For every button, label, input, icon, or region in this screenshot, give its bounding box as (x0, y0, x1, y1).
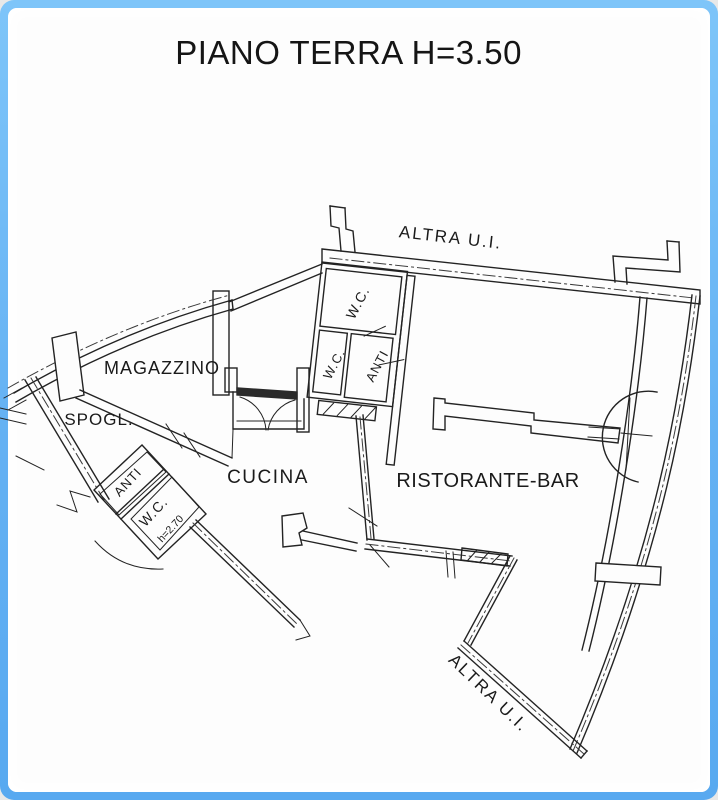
wall-bottom-right-boundary (457, 555, 588, 759)
wc-anti-block (306, 261, 416, 466)
pillar-blob (281, 512, 308, 548)
label-anti-top: ANTI (363, 348, 392, 385)
label-altra-ui-top: ALTRA U.I. (398, 222, 503, 253)
wall-ristorante-south (364, 538, 513, 579)
wall-linework (0, 205, 701, 759)
pillar-on-curve (51, 331, 85, 402)
label-cucina: CUCINA (227, 467, 309, 488)
anti-wc-left-block (56, 444, 207, 570)
wall-magazzino-divider (75, 389, 234, 467)
zigzag-stub (56, 490, 91, 513)
label-wc-left: W.C. (136, 494, 171, 530)
round-niche (587, 390, 658, 483)
label-spogliatoio: SPOGL. (64, 410, 133, 429)
wall-cucina-partition (348, 414, 378, 541)
label-wc-left-height: h=2.70 (155, 513, 186, 545)
wall-spogl-west (0, 376, 110, 503)
pillar-left-of-door (212, 290, 230, 396)
wall-cucina-south (281, 512, 390, 568)
double-door-vestibule (212, 263, 323, 433)
room-labels: ALTRA U.I. MAGAZZINO SPOGL. CUCINA RISTO… (64, 222, 579, 736)
wall-bottom-left-boundary (189, 519, 311, 641)
label-wc-top: W.C. (342, 284, 372, 322)
label-magazzino: MAGAZZINO (104, 358, 220, 378)
wall-top-boundary (321, 205, 701, 305)
wall-right-curve (569, 294, 701, 754)
door-arc-bottom-left (94, 540, 164, 570)
plan-title: PIANO TERRA H=3.50 (175, 34, 522, 71)
pier-right (594, 562, 662, 586)
label-ristorante-bar: RISTORANTE-BAR (396, 470, 579, 492)
plan-paper (8, 8, 710, 792)
bar-counter (432, 397, 621, 444)
wall-left-curve (3, 294, 234, 411)
